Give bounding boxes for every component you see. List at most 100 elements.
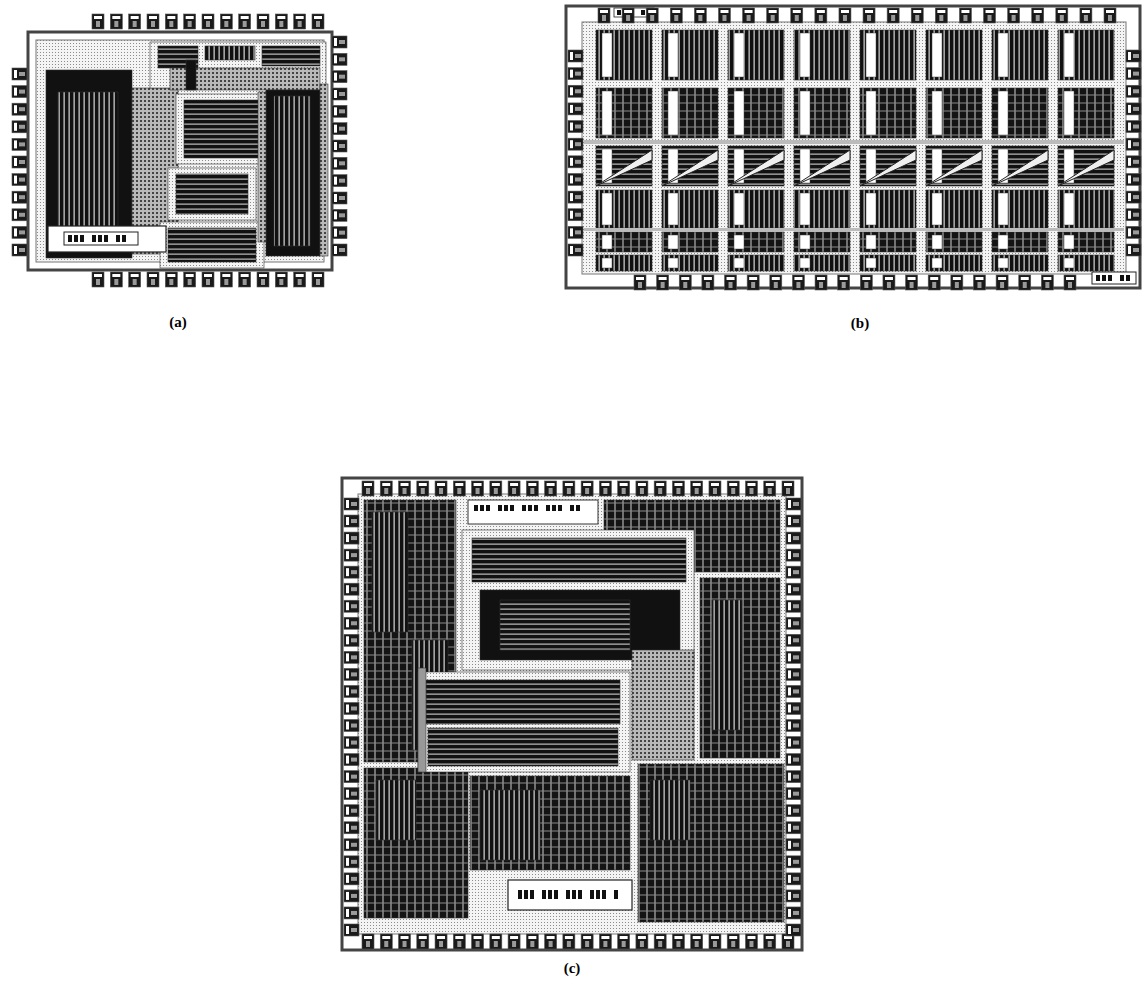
bond-pad [421,941,425,947]
mask-label-box [1092,272,1136,284]
bond-pad [435,481,447,496]
bond-pad [19,195,25,199]
bond-pad [570,105,573,113]
bond-pad [575,160,581,164]
bond-pad [747,936,755,939]
bond-pad [366,941,370,947]
bond-pad [279,279,283,285]
bond-pad [129,272,141,287]
bond-pad [277,274,285,277]
bond-pad [351,638,357,642]
cell-block [794,190,850,228]
cell-block [794,30,850,80]
bond-pad [403,941,407,947]
bond-pad [186,16,194,19]
cell-block [596,232,652,252]
mask-marking [641,10,645,15]
mask-marking [548,890,552,899]
bond-pad [334,73,337,81]
bond-pad [1045,282,1049,288]
cell-block [602,258,612,268]
cell-block [992,88,1048,138]
bond-pad [19,125,25,129]
bond-pad [12,209,27,221]
bond-pad [786,941,790,947]
bond-pad [568,209,583,221]
bond-pad [581,481,593,496]
bond-pad [788,722,791,730]
bond-pad [704,277,712,280]
bond-pad [865,10,873,13]
bond-pad [344,754,359,766]
cell-block [1058,88,1114,138]
bond-pad [786,856,801,868]
bond-pad [600,10,608,13]
bond-pad [1084,15,1088,21]
bond-pad [793,621,799,625]
bond-pad [112,274,120,277]
bond-pad [570,140,573,148]
bond-pad [788,875,791,883]
bond-pad [1066,277,1074,280]
bond-pad [344,685,359,697]
bond-pad [453,934,465,949]
layout-block [500,600,630,650]
bond-pad [339,248,345,252]
bond-pad [713,488,717,494]
bond-pad [691,934,703,949]
cell-block [932,193,942,225]
cell-block [596,30,652,80]
bond-pad [339,161,345,165]
bond-pad [1128,70,1131,78]
mask-marking [504,505,508,511]
bond-pad [346,500,349,508]
bond-pad [472,481,484,496]
bond-pad [768,488,772,494]
bond-pad [351,519,357,523]
mask-marking [498,505,502,511]
bond-pad [786,702,801,714]
bond-pad [793,519,799,523]
bond-pad [603,941,607,947]
bond-pad [1128,105,1131,113]
bond-pad [351,860,357,864]
cell-block [1058,190,1114,228]
bond-pad [494,941,498,947]
bond-pad [815,275,827,290]
bond-pad [545,481,557,496]
bond-pad [384,941,388,947]
bond-pad [786,839,801,851]
layout-block [262,46,320,66]
bond-pad [92,14,104,29]
mask-marking [530,890,534,899]
bond-pad [19,230,25,234]
subfigure-label: (c) [561,959,584,978]
bond-pad [749,941,753,947]
bond-pad [94,274,102,277]
cell-block [734,193,744,225]
bond-pad [1060,15,1064,21]
bond-pad [860,275,872,290]
bond-pad [729,483,737,486]
bond-pad [788,619,791,627]
cell-block [794,146,850,186]
bond-pad [709,481,721,496]
bond-pad [720,10,728,13]
bond-pad [334,38,337,46]
cell-block [998,91,1008,135]
bond-pad [401,936,409,939]
bond-pad [332,157,347,169]
bond-pad [339,179,345,183]
bond-pad [638,936,646,939]
bond-pad [421,488,425,494]
bond-pad [935,8,947,23]
bond-pad [1128,246,1131,254]
bond-pad [12,68,27,80]
bond-pad [622,941,626,947]
bond-pad [795,15,799,21]
layout-block [638,764,784,922]
bond-pad [344,668,359,680]
bond-pad [1133,248,1139,252]
bond-pad [575,248,581,252]
cell-block [998,193,1008,225]
